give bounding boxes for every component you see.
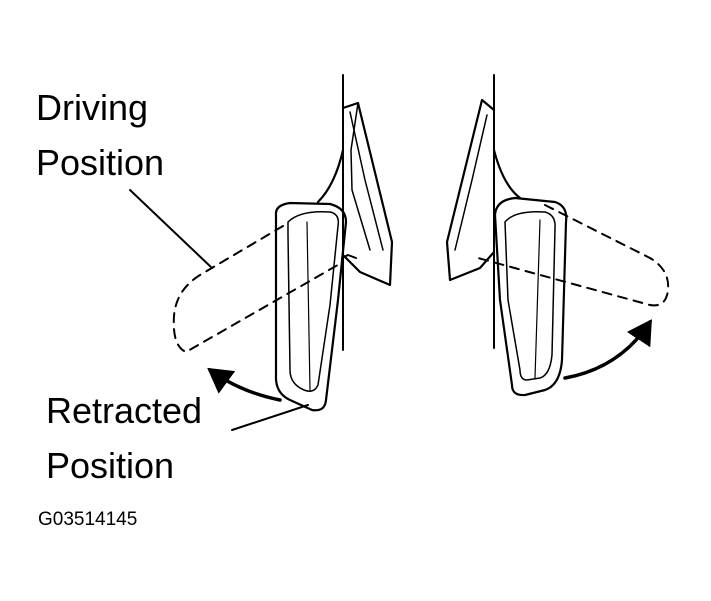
left-door-mirror [129, 74, 394, 431]
left-driving-outline [172, 225, 344, 353]
right-rotation-arrow-icon [563, 319, 652, 380]
left-mirror-housing [274, 201, 348, 412]
driving-position-label-line2: Position [36, 142, 165, 183]
left-mirror-bracket [341, 101, 394, 287]
figure-code: G03514145 [38, 509, 138, 530]
driving-pointer-line [129, 189, 213, 269]
right-mirror-housing [493, 196, 568, 397]
retracted-pointer-line [231, 404, 309, 431]
driving-position-label-line1: Driving [36, 87, 149, 128]
retracted-position-label-line1: Retracted [46, 390, 203, 431]
right-door-mirror [445, 74, 670, 397]
rotation-arrow-icon [207, 367, 282, 402]
right-mirror-bracket [445, 98, 496, 282]
retracted-position-label-line2: Position [46, 445, 175, 486]
right-driving-outline [477, 204, 670, 307]
